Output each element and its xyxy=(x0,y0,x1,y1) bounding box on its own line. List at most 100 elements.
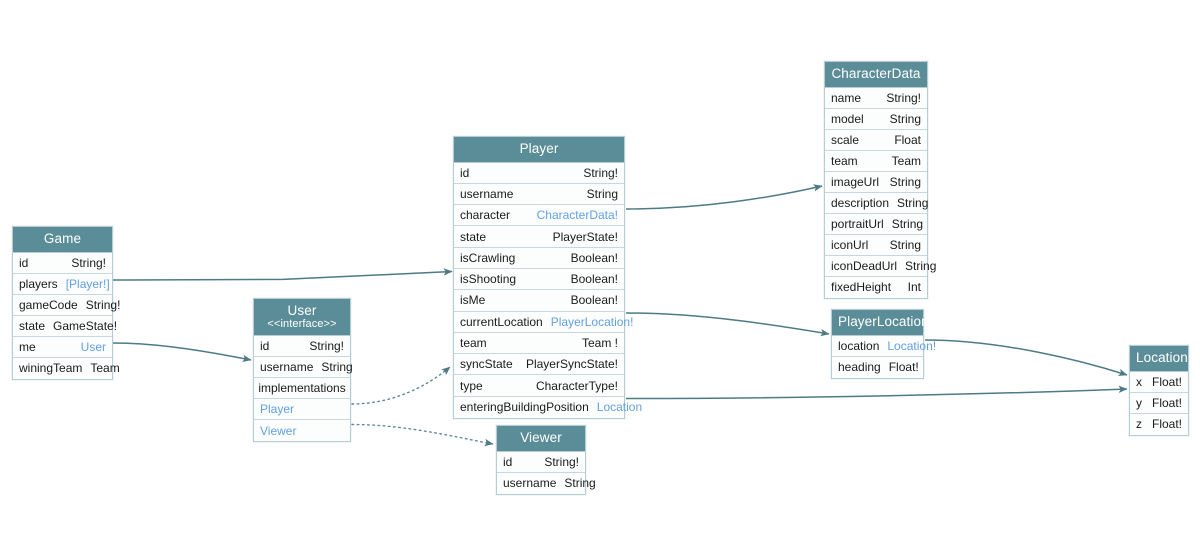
field-player-syncstate[interactable]: syncState PlayerSyncState! xyxy=(454,354,624,376)
entity-characterdata-title: CharacterData xyxy=(825,62,927,88)
edge-player-character-to-characterdata xyxy=(625,184,823,210)
field-game-state[interactable]: state GameState! xyxy=(13,315,117,337)
field-characterdata-name[interactable]: name String! xyxy=(825,87,927,109)
field-game-winingteam[interactable]: winingTeam Team xyxy=(13,357,120,379)
field-type: String xyxy=(586,186,618,201)
field-name: iconUrl xyxy=(831,237,869,252)
edge-user-implements-viewer xyxy=(351,423,494,447)
entity-viewer[interactable]: Viewer id String! username String xyxy=(496,425,596,495)
field-location-y[interactable]: y Float! xyxy=(1130,392,1188,414)
field-player-isme[interactable]: isMe Boolean! xyxy=(454,290,624,312)
field-type: String xyxy=(889,111,921,126)
field-type-link[interactable]: Location xyxy=(596,400,643,415)
field-type: String xyxy=(891,216,924,231)
entity-user-stereotype: <<interface>> xyxy=(267,317,337,330)
edge-game-me-to-user xyxy=(112,342,252,363)
field-type: String xyxy=(564,476,596,491)
field-type: String xyxy=(889,174,921,189)
field-player-username[interactable]: username String xyxy=(454,183,624,206)
field-type-link[interactable]: User xyxy=(80,339,106,354)
edge-playerlocation-location-to-location xyxy=(924,339,1128,376)
field-location-x[interactable]: x Float! xyxy=(1130,371,1188,393)
field-game-players[interactable]: players [Player!] xyxy=(13,273,112,295)
section-label: implementations xyxy=(258,381,346,396)
field-type: Float xyxy=(894,132,921,147)
field-type: String xyxy=(321,360,353,375)
field-type: Boolean! xyxy=(570,272,618,287)
field-name: x xyxy=(1136,374,1142,389)
field-name: imageUrl xyxy=(831,174,880,189)
field-type: Float! xyxy=(1151,417,1182,432)
field-name: y xyxy=(1136,395,1142,410)
field-type: String! xyxy=(886,90,921,105)
field-name: id xyxy=(460,165,470,180)
field-game-id[interactable]: id String! xyxy=(13,252,112,274)
edge-player-enteringbuildingposition-to-location xyxy=(625,385,1128,400)
field-characterdata-scale[interactable]: scale Float xyxy=(825,129,927,151)
field-user-username[interactable]: username String xyxy=(254,357,353,379)
entity-viewer-name: Viewer xyxy=(520,430,562,445)
field-type: Team xyxy=(90,361,120,376)
field-type: Boolean! xyxy=(570,250,618,265)
field-type: Int xyxy=(907,280,921,295)
field-type: Float! xyxy=(1151,395,1182,410)
field-characterdata-model[interactable]: model String xyxy=(825,108,927,130)
field-characterdata-fixedheight[interactable]: fixedHeight Int xyxy=(825,276,927,298)
field-characterdata-imageurl[interactable]: imageUrl String xyxy=(825,171,927,193)
field-game-gamecode[interactable]: gameCode String! xyxy=(13,294,120,316)
field-name: character xyxy=(460,208,511,223)
field-playerlocation-location[interactable]: location Location! xyxy=(832,335,936,357)
entity-playerlocation-title: PlayerLocation xyxy=(832,310,929,336)
field-location-z[interactable]: z Float! xyxy=(1130,413,1188,435)
entity-player-title: Player xyxy=(454,137,624,163)
field-type: String! xyxy=(309,339,344,354)
field-name: heading xyxy=(838,360,881,375)
field-type: Team xyxy=(891,153,921,168)
entity-player[interactable]: Player id String! username String charac… xyxy=(453,136,642,420)
entity-game[interactable]: Game id String! players [Player!] gameCo… xyxy=(12,226,120,380)
field-user-id[interactable]: id String! xyxy=(254,336,350,358)
field-type-link[interactable]: Location! xyxy=(887,338,937,353)
entity-characterdata[interactable]: CharacterData name String! model String … xyxy=(824,61,936,299)
entity-location[interactable]: Location x Float! y Float! z Float! xyxy=(1129,345,1189,436)
field-player-enteringbuildingposition[interactable]: enteringBuildingPosition Location xyxy=(454,396,642,419)
field-type-link[interactable]: [Player!] xyxy=(65,276,110,291)
field-name: players xyxy=(19,276,58,291)
field-player-iscrawling[interactable]: isCrawling Boolean! xyxy=(454,247,624,269)
field-name: id xyxy=(503,454,513,469)
field-type-link[interactable]: PlayerLocation! xyxy=(550,314,634,329)
field-player-team[interactable]: team Team ! xyxy=(454,332,624,355)
edge-user-implements-player xyxy=(351,366,451,405)
field-playerlocation-heading[interactable]: heading Float! xyxy=(832,356,923,378)
user-implementation-player[interactable]: Player xyxy=(254,399,350,421)
field-player-type[interactable]: type CharacterType! xyxy=(454,375,624,397)
field-player-state[interactable]: state PlayerState! xyxy=(454,226,624,248)
field-player-currentlocation[interactable]: currentLocation PlayerLocation! xyxy=(454,311,633,333)
edge-player-currentlocation-to-playerlocation xyxy=(625,312,830,337)
field-player-id[interactable]: id String! xyxy=(454,162,624,184)
field-player-isshooting[interactable]: isShooting Boolean! xyxy=(454,269,624,291)
field-characterdata-portraiturl[interactable]: portraitUrl String xyxy=(825,213,927,235)
field-type: String xyxy=(897,195,929,210)
field-name: state xyxy=(19,318,46,333)
field-characterdata-team[interactable]: team Team xyxy=(825,150,927,172)
user-implementation-viewer[interactable]: Viewer xyxy=(254,420,350,442)
field-viewer-id[interactable]: id String! xyxy=(497,451,585,473)
field-characterdata-iconurl[interactable]: iconUrl String xyxy=(825,234,927,256)
field-name: location xyxy=(838,338,880,353)
field-type: PlayerState! xyxy=(552,229,618,244)
field-player-character[interactable]: character CharacterData! xyxy=(454,205,624,227)
field-type: Boolean! xyxy=(570,293,618,308)
field-name: description xyxy=(831,195,890,210)
field-characterdata-description[interactable]: description String xyxy=(825,192,929,214)
field-name: portraitUrl xyxy=(831,216,884,231)
field-type-link[interactable]: CharacterData! xyxy=(536,208,618,223)
field-characterdata-icondeadurl[interactable]: iconDeadUrl String xyxy=(825,255,936,277)
field-game-me[interactable]: me User xyxy=(13,336,112,358)
field-name: scale xyxy=(831,132,860,147)
entity-playerlocation[interactable]: PlayerLocation location Location! headin… xyxy=(831,309,936,379)
field-name: fixedHeight xyxy=(831,280,892,295)
entity-user[interactable]: User <<interface>> id String! username S… xyxy=(253,298,353,443)
field-viewer-username[interactable]: username String xyxy=(497,472,596,494)
field-type: String! xyxy=(544,454,579,469)
